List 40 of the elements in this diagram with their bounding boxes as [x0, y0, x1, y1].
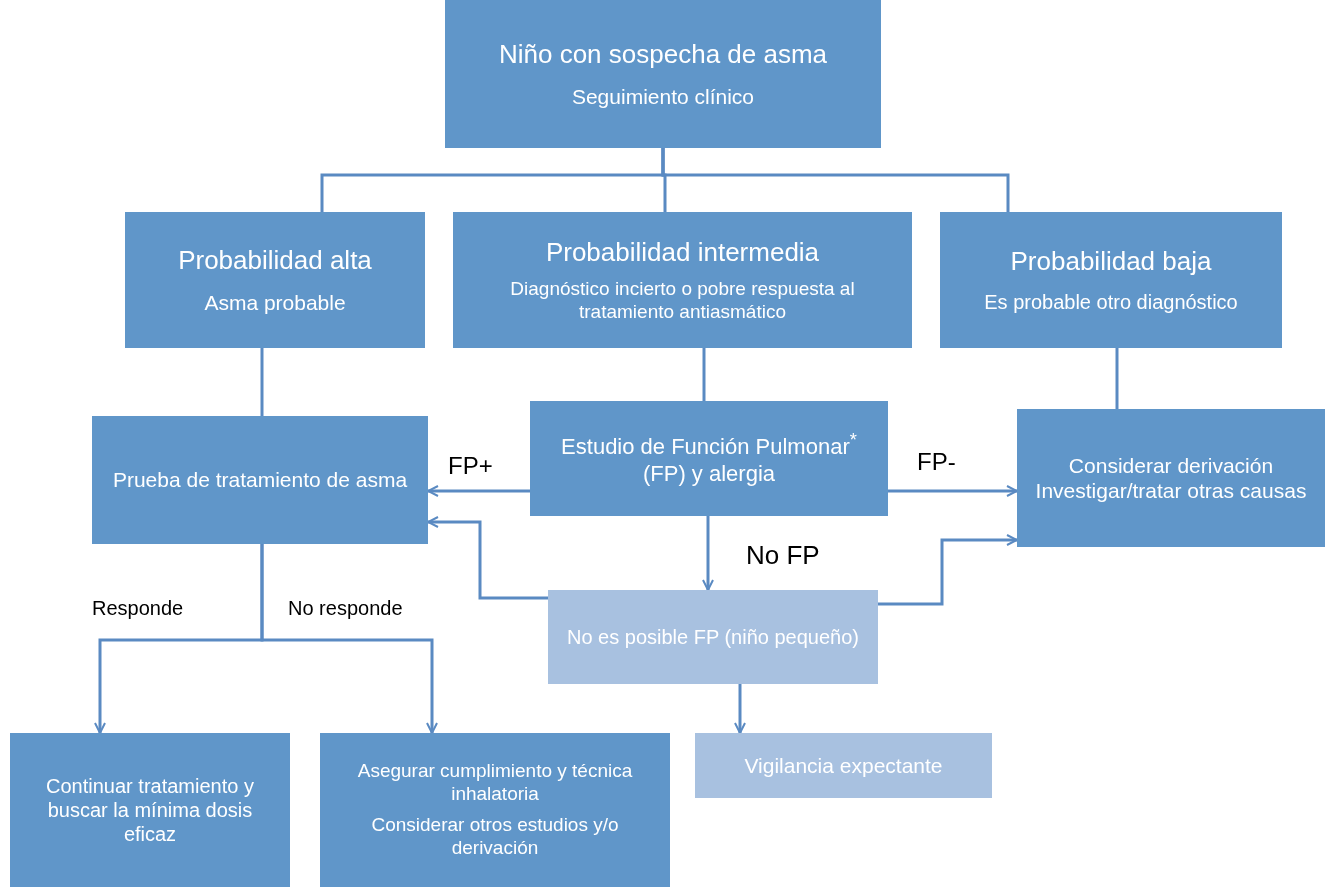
- box-text: Estudio de Función Pulmonar$^{*}$ (FP) y alergia: [560, 429, 858, 488]
- arrow: [878, 534, 1018, 606]
- edge-label: Responde: [90, 597, 186, 620]
- box-text: Seguimiento clínico: [571, 84, 755, 110]
- process-box: [548, 590, 878, 684]
- box-heading: Probabilidad baja: [1010, 246, 1212, 278]
- process-box: [92, 416, 428, 544]
- box-text: Asma probable: [204, 290, 346, 316]
- process-box: [940, 212, 1282, 348]
- connector-line: [702, 348, 706, 401]
- process-box: [320, 733, 670, 887]
- arrow: [427, 516, 548, 600]
- process-box: [445, 0, 881, 148]
- box-text: Considerar derivación Investigar/tratar otras causas: [1034, 452, 1308, 504]
- process-box: [530, 401, 888, 516]
- box-text: Diagnóstico incierto o pobre respuesta al tratamiento antiasmático: [509, 277, 856, 324]
- arrow: [427, 485, 530, 497]
- box-heading: Probabilidad intermedia: [545, 236, 820, 268]
- box-text: Asegurar cumplimiento y técnica inhalatoria: [356, 760, 634, 806]
- arrow: [734, 684, 746, 734]
- process-box: [453, 212, 912, 348]
- box-heading: Probabilidad alta: [178, 244, 372, 276]
- arrow: [702, 516, 714, 591]
- edge-label: No responde: [286, 597, 405, 620]
- connector-line: [1115, 348, 1119, 409]
- connector-line: [260, 348, 264, 416]
- connector-line: [661, 148, 1010, 212]
- box-text: Vigilancia expectante: [744, 752, 943, 779]
- box-text: Considerar otros estudios y/o derivación: [370, 814, 620, 860]
- box-text: Continuar tratamiento y buscar la mínima dosis eficaz: [45, 774, 255, 846]
- box-text: No es posible FP (niño pequeño): [566, 625, 859, 649]
- box-text: Prueba de tratamiento de asma: [112, 467, 408, 493]
- process-box: [695, 733, 992, 798]
- arrow: [888, 485, 1018, 497]
- arrow: [260, 544, 438, 734]
- box-heading: Niño con sospecha de asma: [498, 38, 828, 70]
- process-box: [10, 733, 290, 887]
- process-box: [1017, 409, 1325, 547]
- process-box: [125, 212, 425, 348]
- box-text: Es probable otro diagnóstico: [984, 289, 1238, 314]
